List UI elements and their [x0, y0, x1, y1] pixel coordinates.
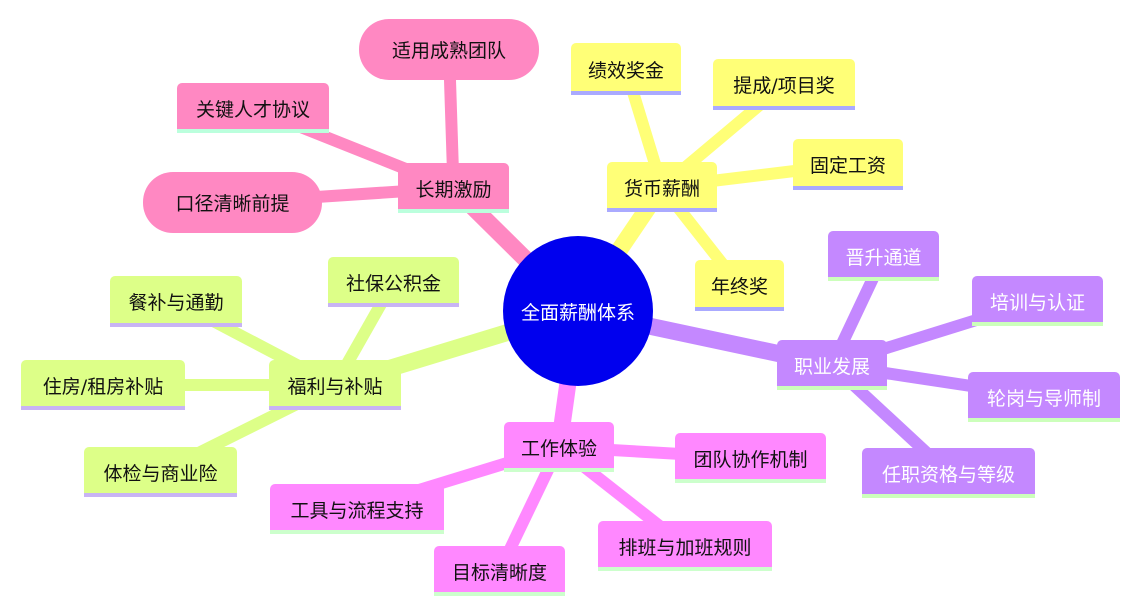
branch-node[interactable]: 长期激励 — [398, 163, 509, 213]
leaf-node[interactable]: 晋升通道 — [828, 231, 939, 281]
leaf-node[interactable]: 绩效奖金 — [571, 43, 681, 95]
leaf-node[interactable]: 轮岗与导师制 — [968, 372, 1120, 422]
branch-node[interactable]: 福利与补贴 — [269, 360, 401, 410]
leaf-node[interactable]: 适用成熟团队 — [359, 19, 539, 80]
leaf-node[interactable]: 关键人才协议 — [177, 83, 329, 133]
leaf-node[interactable]: 社保公积金 — [328, 257, 459, 307]
leaf-node[interactable]: 任职资格与等级 — [862, 448, 1035, 498]
center-node[interactable]: 全面薪酬体系 — [503, 236, 653, 386]
leaf-node[interactable]: 固定工资 — [793, 139, 903, 190]
branch-node[interactable]: 工作体验 — [504, 422, 614, 472]
leaf-node[interactable]: 目标清晰度 — [434, 546, 565, 596]
leaf-node[interactable]: 排班与加班规则 — [598, 521, 772, 571]
branch-node[interactable]: 职业发展 — [777, 340, 887, 390]
branch-node[interactable]: 货币薪酬 — [607, 162, 717, 212]
leaf-node[interactable]: 团队协作机制 — [675, 433, 826, 483]
leaf-node[interactable]: 培训与认证 — [972, 276, 1103, 326]
leaf-node[interactable]: 餐补与通勤 — [110, 276, 242, 327]
leaf-node[interactable]: 住房/租房补贴 — [21, 360, 185, 410]
leaf-node[interactable]: 年终奖 — [695, 260, 784, 311]
leaf-node[interactable]: 工具与流程支持 — [270, 484, 444, 534]
leaf-node[interactable]: 体检与商业险 — [84, 447, 237, 497]
leaf-node[interactable]: 提成/项目奖 — [713, 59, 855, 110]
leaf-node[interactable]: 口径清晰前提 — [143, 172, 322, 233]
